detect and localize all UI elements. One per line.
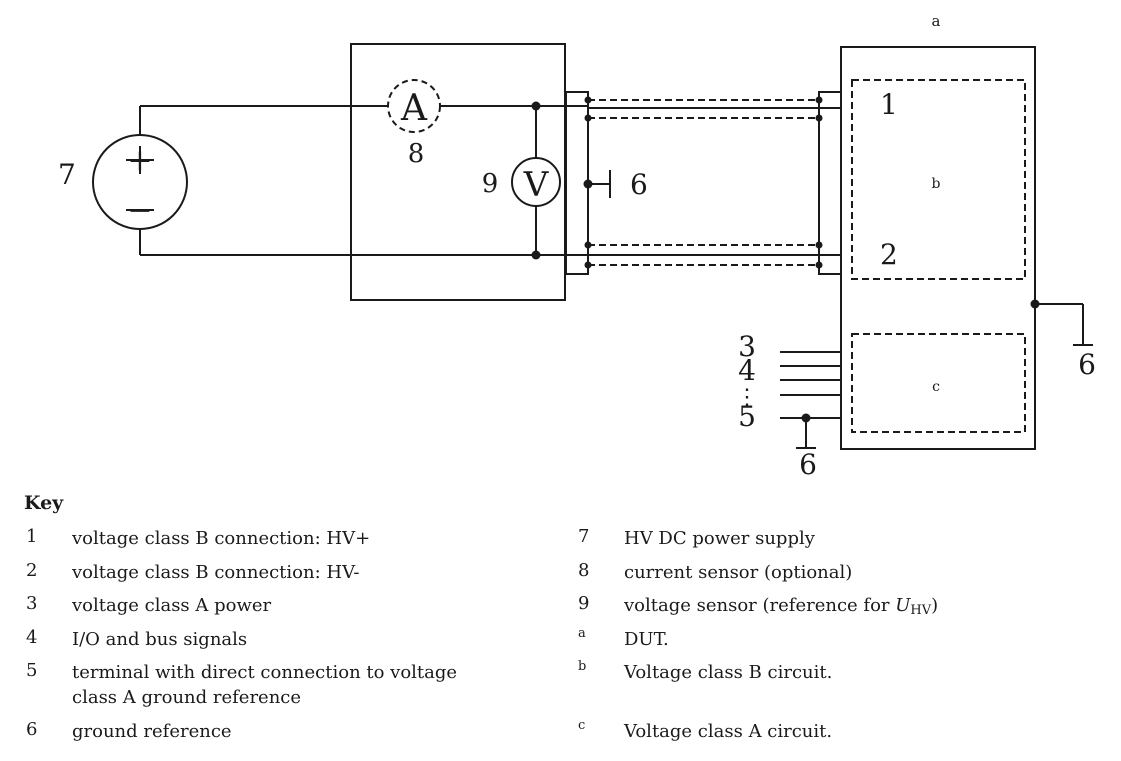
label-ground-mid: 6: [630, 168, 648, 201]
key-text: Voltage class A circuit.: [624, 721, 833, 742]
symbol-u: U: [895, 595, 911, 616]
key-text: voltage class B connection: HV+: [72, 528, 371, 549]
label-ground-right: 6: [1078, 348, 1096, 381]
circuit-c-box: [851, 333, 1026, 433]
key-text-suffix: ): [931, 595, 939, 616]
label-plus: +: [127, 143, 152, 178]
key-num: 3: [26, 593, 38, 614]
key-num: 4: [26, 627, 38, 648]
circuit-diagram: 7 + − A 8 V 9 6 a 1 2 b c 3 4 ⋮ 5 6 6: [58, 12, 1096, 481]
label-lv-4: 4: [738, 354, 756, 387]
label-voltmeter-num: 9: [482, 169, 499, 199]
label-supply: 7: [58, 158, 76, 191]
label-lv-dots: ⋮: [736, 385, 758, 410]
key-num: b: [578, 659, 587, 674]
key-num: 1: [26, 526, 38, 547]
label-ammeter: A: [400, 88, 428, 129]
key-text: DUT.: [624, 629, 669, 650]
label-ground-bottom: 6: [799, 448, 817, 481]
key-text: I/O and bus signals: [72, 629, 248, 650]
label-ammeter-num: 8: [408, 139, 425, 169]
ammeter-symbol: [387, 79, 441, 133]
key-legend: Key 1 voltage class B connection: HV+ 2 …: [0, 486, 1121, 756]
key-text: voltage class B connection: HV-: [72, 562, 360, 583]
label-hv-minus: 2: [880, 238, 898, 271]
label-dut: a: [932, 12, 941, 30]
key-text: ground reference: [72, 721, 232, 742]
key-text: current sensor (optional): [624, 562, 853, 583]
key-text: HV DC power supply: [624, 528, 815, 549]
label-circuit-c: c: [932, 379, 940, 395]
key-num: 2: [26, 560, 38, 581]
circuit-b-box: [851, 79, 1026, 280]
key-text: voltage sensor (reference for UHV): [624, 593, 1064, 623]
label-hv-plus: 1: [880, 88, 898, 121]
label-circuit-b: b: [932, 176, 941, 192]
key-title: Key: [24, 492, 64, 514]
label-lv-3: 3: [738, 330, 756, 363]
key-num: 7: [578, 526, 590, 547]
key-text-prefix: voltage sensor (reference for: [624, 595, 896, 616]
key-num: 6: [26, 719, 38, 740]
dut-box: [840, 46, 1036, 450]
key-num: a: [578, 626, 586, 641]
key-num: 8: [578, 560, 590, 581]
label-voltmeter: V: [523, 165, 550, 205]
key-text: terminal with direct connection to volta…: [72, 662, 458, 708]
key-num: 9: [578, 593, 590, 614]
label-lv-5: 5: [738, 400, 756, 433]
key-text: Voltage class B circuit.: [624, 662, 833, 683]
key-num: c: [578, 718, 586, 733]
label-minus: −: [127, 193, 152, 228]
key-text: voltage class A power: [72, 595, 272, 616]
symbol-subscript: HV: [910, 603, 932, 618]
key-num: 5: [26, 660, 38, 681]
